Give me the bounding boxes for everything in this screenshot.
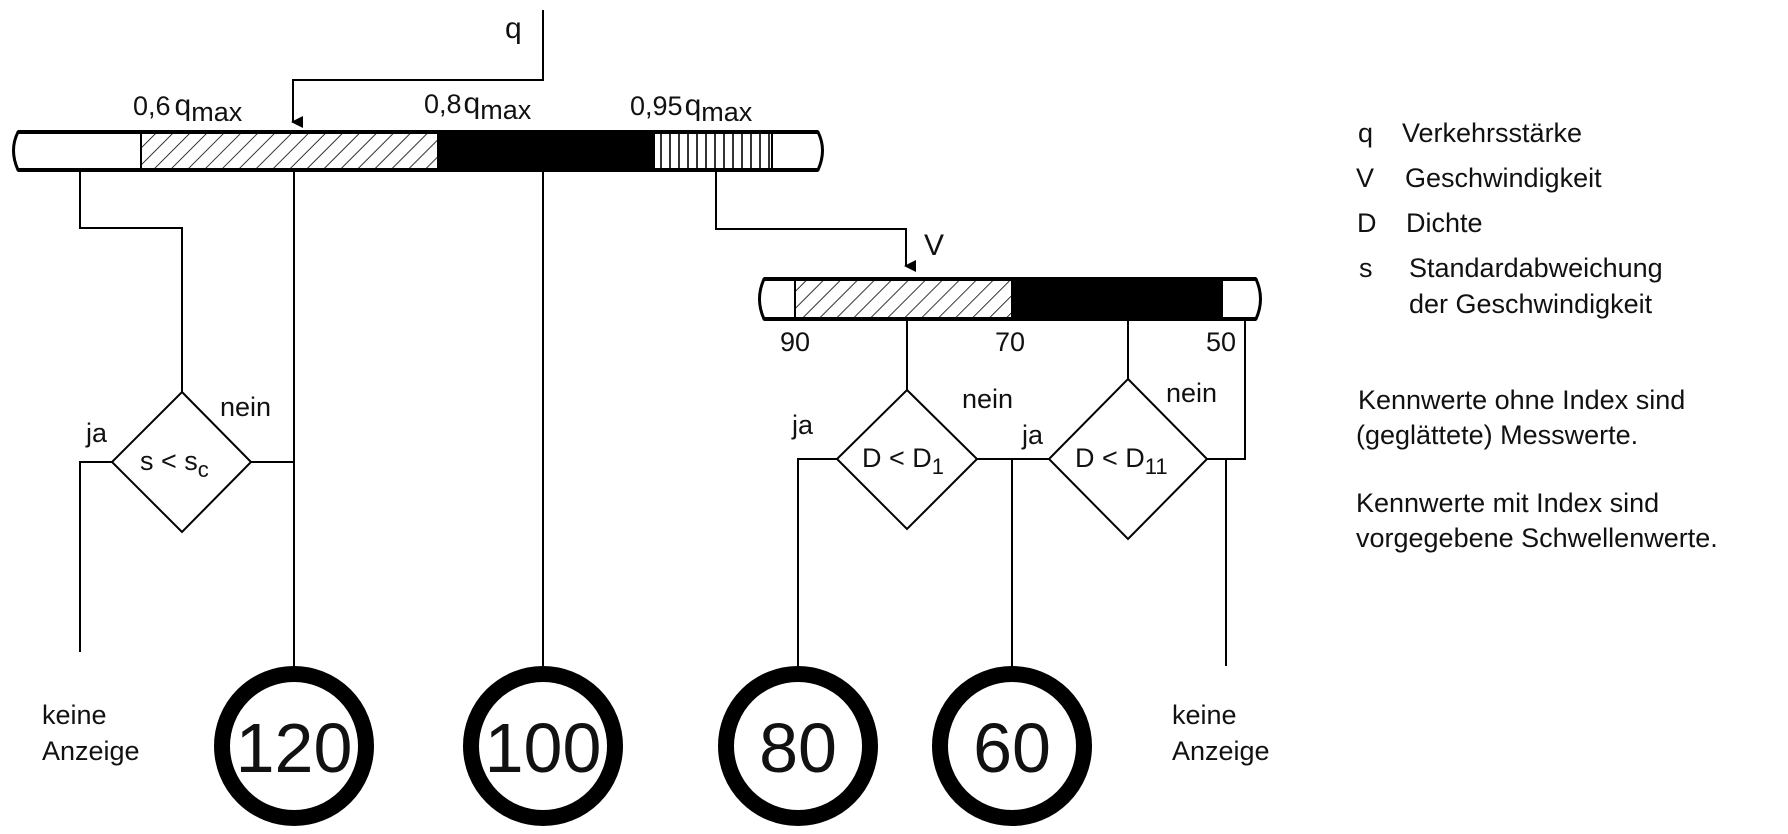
decision-d11-no-line xyxy=(1207,458,1227,666)
speed-sign-ring xyxy=(718,666,878,826)
decision-d11 xyxy=(1047,377,1209,541)
speed-sign-100: 100 xyxy=(463,666,623,826)
note-1-line1: Kennwerte ohne Index sind xyxy=(1358,385,1685,415)
decision-d11-yes-label: ja xyxy=(1021,420,1044,450)
speed-sign-value: 100 xyxy=(485,709,602,787)
flow-bar xyxy=(12,130,824,172)
decision-s-yes-line xyxy=(79,461,112,652)
speed-sign-80: 80 xyxy=(718,666,878,826)
speed-sign-60: 60 xyxy=(932,666,1092,826)
decision-d1-yes-label: ja xyxy=(791,410,814,440)
v-input-arrow xyxy=(715,170,916,272)
legend-key-q: q xyxy=(1358,118,1373,148)
speed-sign-ring xyxy=(214,666,374,826)
no-display-right-line2: Anzeige xyxy=(1172,736,1270,766)
speed-tick-70: 70 xyxy=(995,327,1025,357)
speed-bar xyxy=(758,277,1262,321)
legend-key-s: s xyxy=(1359,253,1373,283)
no-display-left-line2: Anzeige xyxy=(42,736,140,766)
legend-desc-s: Standardabweichung xyxy=(1409,253,1663,283)
flow-band-080 xyxy=(437,133,655,169)
decision-s-yes-label: ja xyxy=(85,418,108,448)
speed-tick-90: 90 xyxy=(780,327,810,357)
decision-d1 xyxy=(835,388,979,531)
decision-s-text: s < sc xyxy=(140,446,209,482)
legend-desc-v: Geschwindigkeit xyxy=(1405,163,1602,193)
speed-sign-value: 80 xyxy=(759,709,837,787)
flow-band-095 xyxy=(655,133,772,169)
note-2-line1: Kennwerte mit Index sind xyxy=(1356,488,1659,518)
speed-sign-ring xyxy=(463,666,623,826)
threshold-label-080: 0,8qmax xyxy=(424,87,532,125)
speed-sign-ring xyxy=(932,666,1092,826)
flow-band-060 xyxy=(141,133,437,169)
decision-d1-yes-line xyxy=(797,458,837,666)
legend-key-v: V xyxy=(1356,163,1374,193)
note-1-line2: (geglättete) Messwerte. xyxy=(1356,420,1638,450)
speed-band-90-70 xyxy=(795,280,1011,318)
decision-d1-no-line xyxy=(977,458,1013,666)
no-display-right-line1: keine xyxy=(1172,700,1237,730)
legend: q Verkehrsstärke V Geschwindigkeit D Dic… xyxy=(1356,118,1663,319)
decision-d1-text: D < D1 xyxy=(862,443,944,479)
speed-sign-120: 120 xyxy=(214,666,374,826)
notes: Kennwerte ohne Index sind (geglättete) M… xyxy=(1356,385,1718,553)
legend-key-d: D xyxy=(1357,208,1377,238)
speed-sign-value: 120 xyxy=(236,709,353,787)
decision-d1-no-label: nein xyxy=(962,384,1013,414)
connector-to-decision-s xyxy=(79,170,183,392)
speed-tick-50: 50 xyxy=(1206,327,1236,357)
q-input-label: q xyxy=(505,12,522,45)
decision-d11-text: D < D11 xyxy=(1075,443,1168,479)
legend-desc-q: Verkehrsstärke xyxy=(1402,118,1582,148)
v-input-label: V xyxy=(924,229,944,262)
no-display-left-line1: keine xyxy=(42,700,107,730)
threshold-label-095: 0,95qmax xyxy=(630,89,753,127)
decision-s xyxy=(110,390,253,534)
note-2-line2: vorgegebene Schwellenwerte. xyxy=(1356,523,1718,553)
connector-below-50 xyxy=(1226,319,1246,460)
decision-d11-no-label: nein xyxy=(1166,378,1217,408)
q-input-arrow xyxy=(291,10,544,128)
legend-desc-s-line2: der Geschwindigkeit xyxy=(1409,289,1653,319)
speed-band-70-50 xyxy=(1011,280,1223,318)
decision-s-no-label: nein xyxy=(220,392,271,422)
legend-desc-d: Dichte xyxy=(1406,208,1483,238)
speed-sign-value: 60 xyxy=(973,709,1051,787)
